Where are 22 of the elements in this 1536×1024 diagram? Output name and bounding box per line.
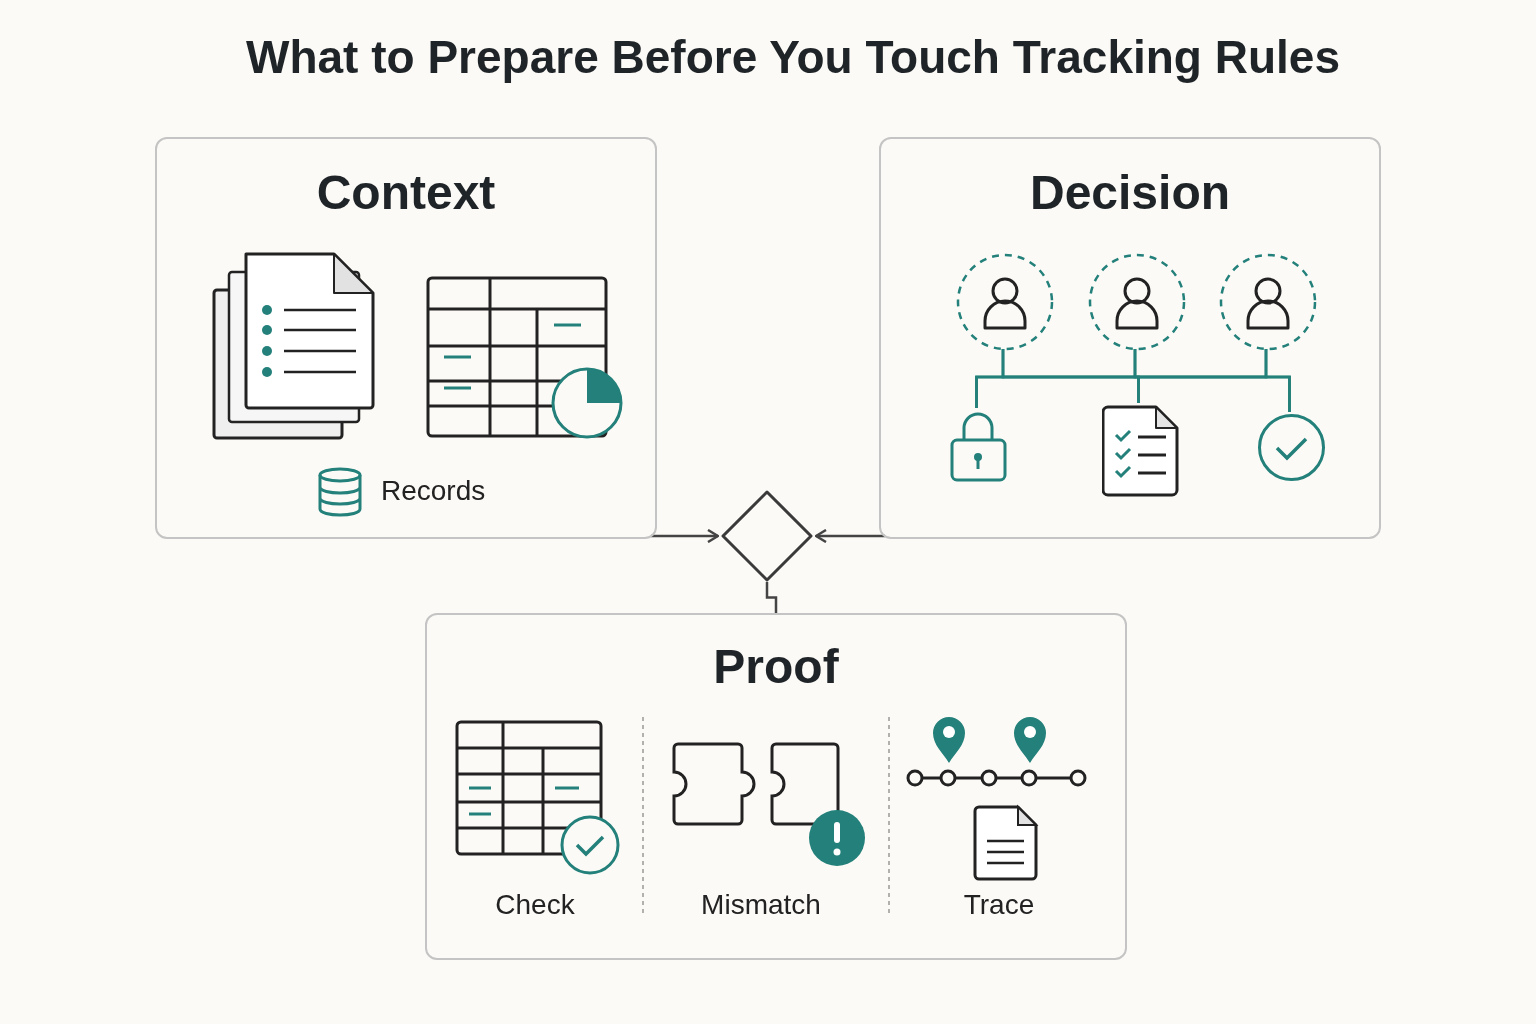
checklist-icon [1102,405,1179,498]
item-label: Records [381,475,486,507]
person-circle-icon [1219,253,1317,351]
person-circle-icon [956,253,1054,351]
panel [155,137,657,539]
item-label: Mismatch [701,889,821,921]
person-circle-icon [1088,253,1186,351]
diagram-title: What to Prepare Before You Touch Tracking Rules [245,30,1341,84]
item-label: Trace [963,889,1035,921]
connector-line [765,582,778,613]
panel-title: Context [315,165,497,220]
connector-line [1264,349,1291,412]
connector-line [651,528,720,544]
panel [425,613,1127,960]
item-label: Check [495,889,575,921]
decision-diamond [721,490,813,582]
panel-title: Proof [712,639,840,694]
panel-title: Decision [1028,165,1232,220]
connector-line [814,528,885,544]
panel [879,137,1381,539]
lock-icon [950,410,1007,482]
check-circle-icon [1258,414,1325,481]
